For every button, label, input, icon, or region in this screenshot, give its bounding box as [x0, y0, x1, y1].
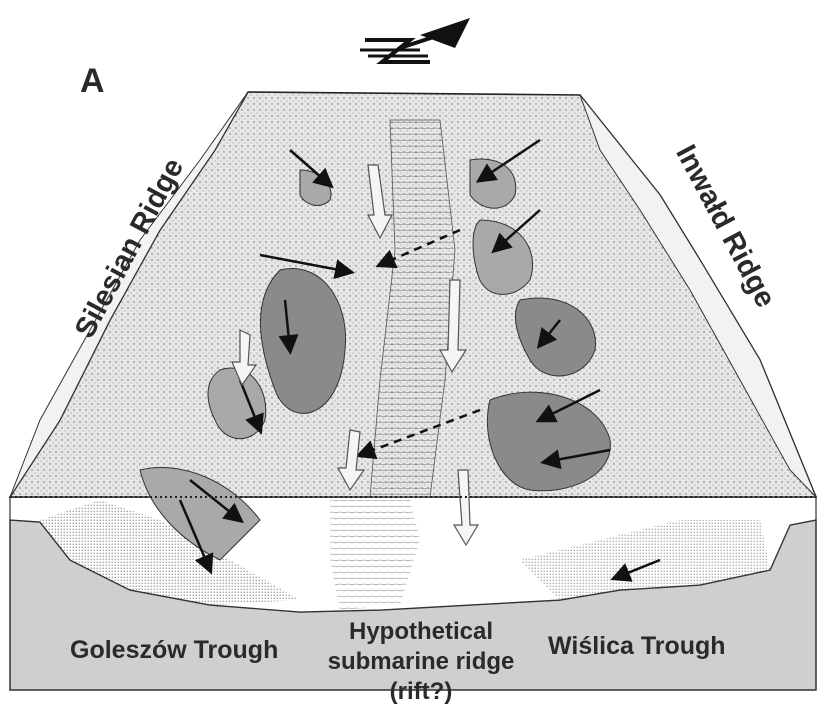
wislica-trough-label: Wiślica Trough: [548, 632, 726, 661]
submarine-ridge-line-2: submarine ridge: [316, 647, 526, 677]
submarine-ridge-line-1: Hypothetical: [316, 617, 526, 647]
panel-label: A: [80, 62, 105, 101]
submarine-ridge-line-3: (rift?): [316, 677, 526, 707]
submarine-ridge-label: Hypothetical submarine ridge (rift?): [316, 617, 526, 707]
goleszow-trough-label: Goleszów Trough: [70, 636, 278, 665]
north-arrow-icon: [360, 18, 470, 62]
